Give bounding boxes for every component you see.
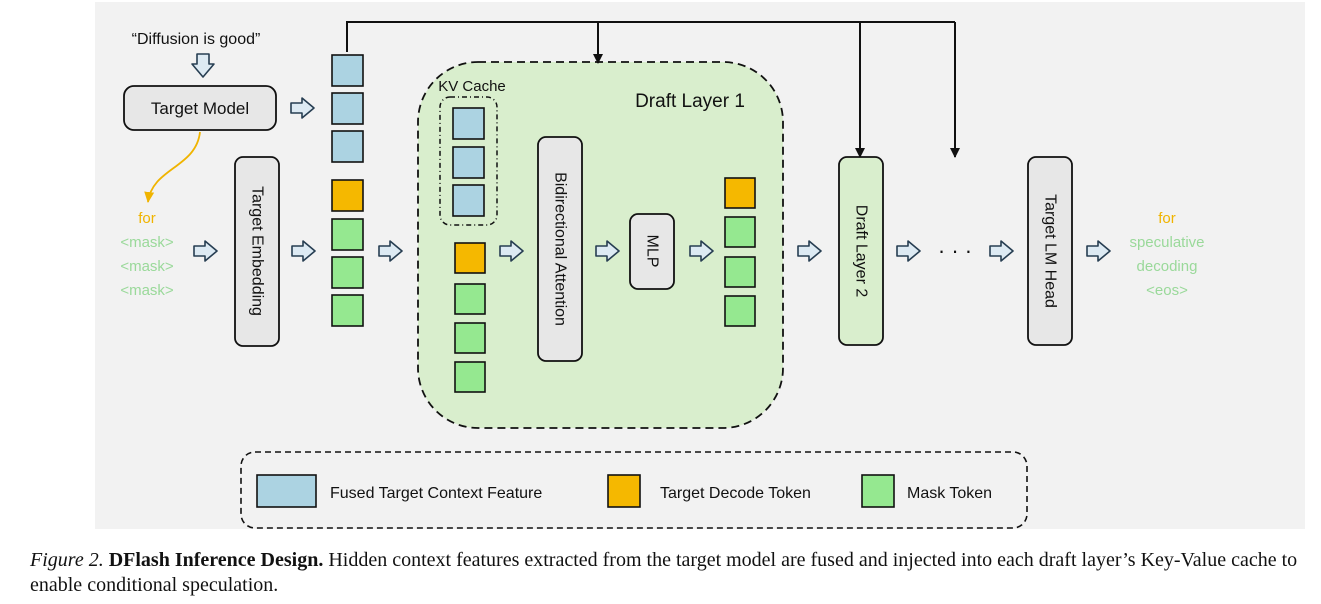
- decode-token: [724, 177, 756, 209]
- legend-mask-label: Mask Token: [907, 485, 992, 502]
- mask-token: [331, 218, 364, 251]
- context-feature-token: [331, 130, 364, 163]
- mask-token: [331, 294, 364, 327]
- arrow-right-icon: [595, 240, 620, 262]
- draft-layer-1-label: Draft Layer 1: [635, 91, 745, 112]
- prompt-text: “Diffusion is good”: [132, 31, 261, 48]
- legend-context-label: Fused Target Context Feature: [330, 485, 542, 502]
- flow-arrows: [191, 53, 1111, 262]
- target-model-block: [123, 85, 277, 131]
- context-feature-token: [331, 92, 364, 125]
- mask-token: [454, 361, 486, 393]
- legend-mask-swatch: [861, 474, 895, 508]
- mask-token: [454, 322, 486, 354]
- input-token: <mask>: [120, 234, 174, 251]
- caption-text: Hidden context features extracted from t…: [30, 549, 1298, 596]
- arrow-right-icon: [689, 240, 714, 262]
- caption-label: Figure 2.: [30, 549, 104, 571]
- arrow-right-icon: [499, 240, 524, 262]
- legend-decode-label: Target Decode Token: [660, 485, 811, 502]
- caption-title: DFlash Inference Design.: [108, 549, 324, 571]
- context-feature-token: [331, 54, 364, 87]
- arrow-right-icon: [1086, 240, 1111, 262]
- kv-cache-label: KV Cache: [438, 78, 506, 95]
- kv-cache-token: [452, 107, 485, 140]
- kv-cache-token: [452, 184, 485, 217]
- mask-token: [724, 256, 756, 288]
- bidirectional-attention-label: Bidirectional Attention: [552, 172, 569, 326]
- bidirectional-attention-block: [537, 136, 583, 362]
- decode-token-arrow: [144, 131, 201, 203]
- output-tokens: for speculative decoding <eos>: [1129, 210, 1204, 299]
- target-embedding-block: [234, 156, 280, 347]
- arrow-right-icon: [290, 97, 315, 119]
- token-squares: [331, 54, 756, 393]
- draft-layer-2-block: [838, 156, 884, 346]
- output-token: decoding: [1137, 258, 1198, 275]
- mask-token: [724, 216, 756, 248]
- decode-token: [454, 242, 486, 274]
- mask-token: [454, 283, 486, 315]
- target-lm-head-block: [1027, 156, 1073, 346]
- arrow-right-icon: [291, 240, 316, 262]
- mlp-block: [629, 213, 675, 290]
- mlp-label: MLP: [644, 235, 661, 268]
- context-injection-lines: [346, 21, 960, 158]
- figure-caption: Figure 2. DFlash Inference Design. Hidde…: [30, 548, 1305, 598]
- arrow-down-icon: [191, 53, 215, 78]
- arrow-right-icon: [896, 240, 921, 262]
- legend-box: [240, 451, 1028, 529]
- mask-token: [331, 256, 364, 289]
- kv-cache-token: [452, 146, 485, 179]
- target-model-label: Target Model: [151, 99, 249, 118]
- output-token: speculative: [1129, 234, 1204, 251]
- arrow-right-icon: [797, 240, 822, 262]
- input-token: <mask>: [120, 258, 174, 275]
- output-token: for: [1158, 210, 1176, 227]
- decode-token: [331, 179, 364, 212]
- flow-arrow-list: [193, 97, 1111, 262]
- draft-layer-2-label: Draft Layer 2: [853, 205, 870, 298]
- legend-decode-swatch: [607, 474, 641, 508]
- output-token: <eos>: [1146, 282, 1188, 299]
- arrow-right-icon: [378, 240, 403, 262]
- mask-token: [724, 295, 756, 327]
- legend-context-swatch: [256, 474, 317, 508]
- input-token: <mask>: [120, 282, 174, 299]
- ellipsis: · · ·: [938, 238, 972, 263]
- kv-cache-box: [439, 96, 498, 226]
- input-tokens: for <mask> <mask> <mask>: [120, 210, 174, 299]
- target-lm-head-label: Target LM Head: [1042, 194, 1059, 308]
- input-token: for: [138, 210, 156, 227]
- arrow-right-icon: [193, 240, 218, 262]
- arrow-right-icon: [989, 240, 1014, 262]
- target-embedding-label: Target Embedding: [249, 186, 266, 316]
